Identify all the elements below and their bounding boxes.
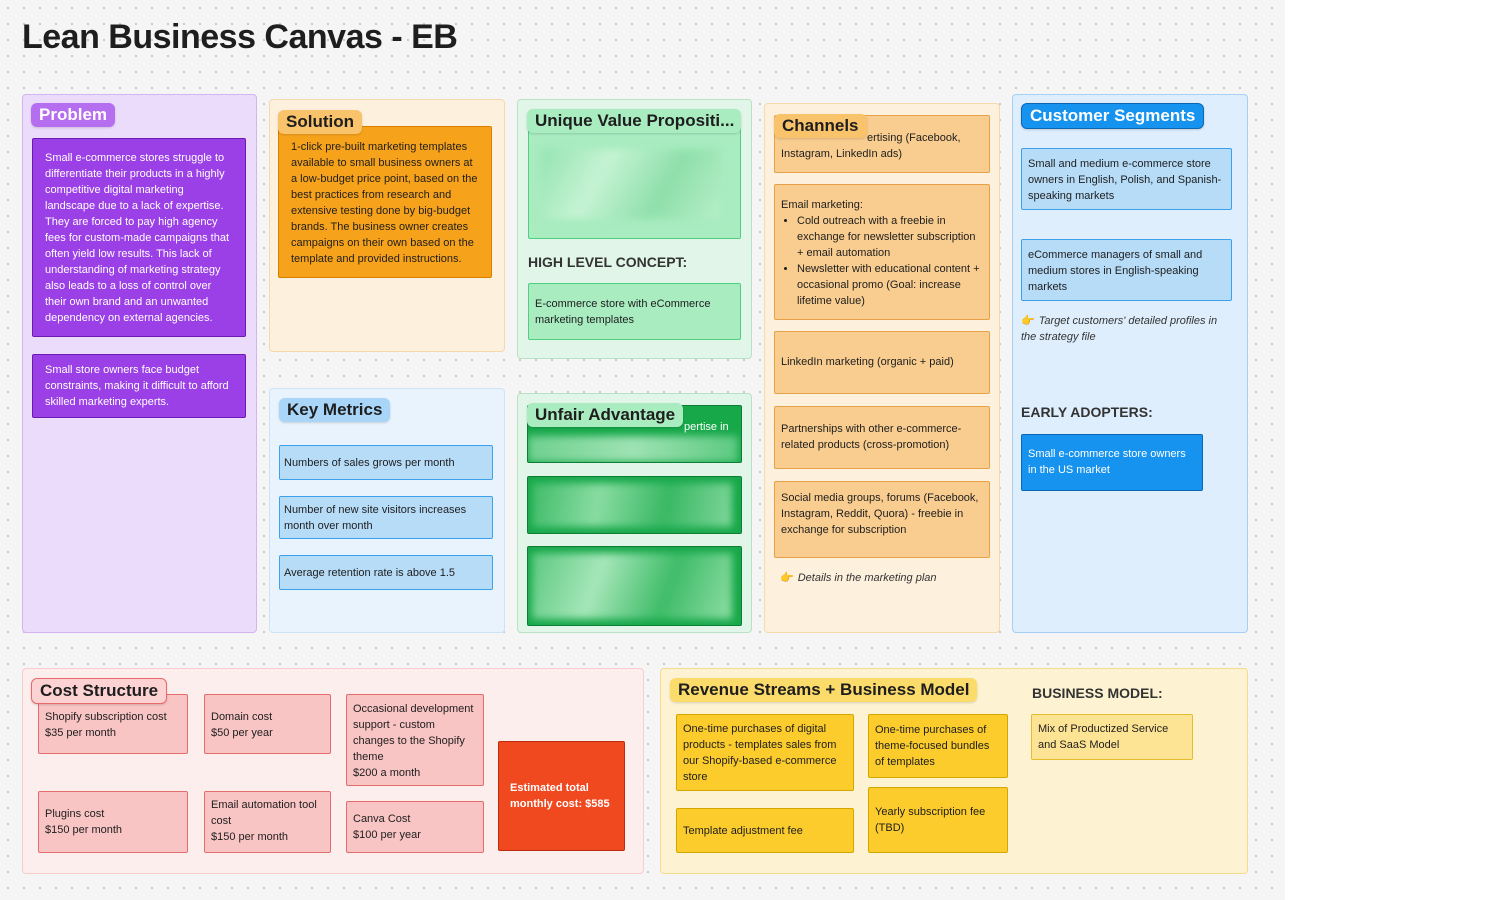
channels-note-social[interactable]: Social media groups, forums (Facebook, I…	[774, 481, 990, 558]
uvp-blurred-content	[541, 149, 721, 219]
segments-hint: 👉Target customers' detailed profiles in …	[1021, 313, 1231, 345]
cost-structure-label[interactable]: Cost Structure	[31, 678, 168, 704]
advantage-peek-text: pertise in	[684, 421, 729, 433]
high-level-concept-heading: HIGH LEVEL CONCEPT:	[528, 254, 688, 270]
key-metrics-label[interactable]: Key Metrics	[279, 398, 391, 422]
unfair-advantage-label[interactable]: Unfair Advantage	[527, 403, 684, 427]
revenue-note-adjustment[interactable]: Template adjustment fee	[676, 808, 854, 853]
metric-note-3[interactable]: Average retention rate is above 1.5	[279, 555, 493, 590]
metric-note-2[interactable]: Number of new site visitors increases mo…	[279, 496, 493, 539]
cost-note-development[interactable]: Occasional development support - custom …	[346, 694, 484, 786]
whiteboard-canvas[interactable]: Lean Business Canvas - EB Problem Small …	[0, 0, 1285, 900]
email-marketing-title: Email marketing:	[781, 199, 863, 211]
segment-note-2[interactable]: eCommerce managers of small and medium s…	[1021, 239, 1232, 301]
channels-hint: 👉Details in the marketing plan	[780, 570, 937, 586]
problem-note-1[interactable]: Small e-commerce stores struggle to diff…	[32, 138, 246, 337]
uvp-blurred-note[interactable]	[528, 126, 741, 239]
email-bullet-1: Cold outreach with a freebie in exchange…	[797, 213, 983, 261]
early-adopters-note[interactable]: Small e-commerce store owners in the US …	[1021, 434, 1203, 491]
uvp-label[interactable]: Unique Value Propositi...	[527, 109, 741, 133]
channels-hint-text: Details in the marketing plan	[797, 572, 937, 584]
revenue-note-digital[interactable]: One-time purchases of digital products -…	[676, 714, 854, 791]
solution-note[interactable]: 1-click pre-built marketing templates av…	[278, 126, 492, 278]
channels-note-email[interactable]: Email marketing: Cold outreach with a fr…	[774, 184, 990, 320]
segments-hint-text: Target customers' detailed profiles in t…	[1021, 315, 1218, 343]
revenue-label[interactable]: Revenue Streams + Business Model	[670, 678, 978, 702]
board-title: Lean Business Canvas - EB	[22, 18, 458, 56]
advantage-blurred-content-3	[532, 553, 732, 619]
business-model-heading: BUSINESS MODEL:	[1032, 685, 1163, 701]
channels-advertising-text: ertising (Facebook, Instagram, LinkedIn …	[781, 132, 961, 160]
business-model-note[interactable]: Mix of Productized Service and SaaS Mode…	[1031, 714, 1193, 760]
customer-segments-label[interactable]: Customer Segments	[1021, 103, 1205, 129]
problem-note-2[interactable]: Small store owners face budget constrain…	[32, 354, 246, 418]
metric-note-1[interactable]: Numbers of sales grows per month	[279, 445, 493, 480]
cost-total-note[interactable]: Estimated total monthly cost: $585	[498, 741, 625, 851]
pointing-hand-icon: 👉	[1021, 315, 1035, 327]
email-bullet-2: Newsletter with educational content + oc…	[797, 261, 983, 309]
advantage-blurred-content-1	[528, 436, 738, 462]
cost-note-canva[interactable]: Canva Cost $100 per year	[346, 801, 484, 853]
cost-note-shopify[interactable]: Shopify subscription cost $35 per month	[38, 694, 188, 754]
channels-note-linkedin[interactable]: LinkedIn marketing (organic + paid)	[774, 331, 990, 394]
advantage-blurred-content-2	[532, 483, 732, 527]
segment-note-1[interactable]: Small and medium e-commerce store owners…	[1021, 148, 1232, 210]
channels-label[interactable]: Channels	[774, 114, 867, 138]
problem-label[interactable]: Problem	[31, 103, 116, 127]
channels-note-advertising[interactable]: ertising (Facebook, Instagram, LinkedIn …	[774, 115, 990, 173]
cost-note-domain[interactable]: Domain cost $50 per year	[204, 694, 331, 754]
advantage-note-2[interactable]	[527, 476, 742, 534]
early-adopters-heading: EARLY ADOPTERS:	[1021, 404, 1153, 420]
high-level-concept-note[interactable]: E-commerce store with eCommerce marketin…	[528, 283, 741, 340]
cost-note-email-tool[interactable]: Email automation tool cost $150 per mont…	[204, 791, 331, 853]
solution-label[interactable]: Solution	[278, 110, 362, 134]
revenue-note-subscription[interactable]: Yearly subscription fee (TBD)	[868, 787, 1008, 853]
pointing-hand-icon: 👉	[780, 572, 794, 584]
channels-note-partnerships[interactable]: Partnerships with other e-commerce-relat…	[774, 406, 990, 469]
advantage-note-3[interactable]	[527, 546, 742, 626]
cost-note-plugins[interactable]: Plugins cost $150 per month	[38, 791, 188, 853]
revenue-note-bundles[interactable]: One-time purchases of theme-focused bund…	[868, 714, 1008, 778]
